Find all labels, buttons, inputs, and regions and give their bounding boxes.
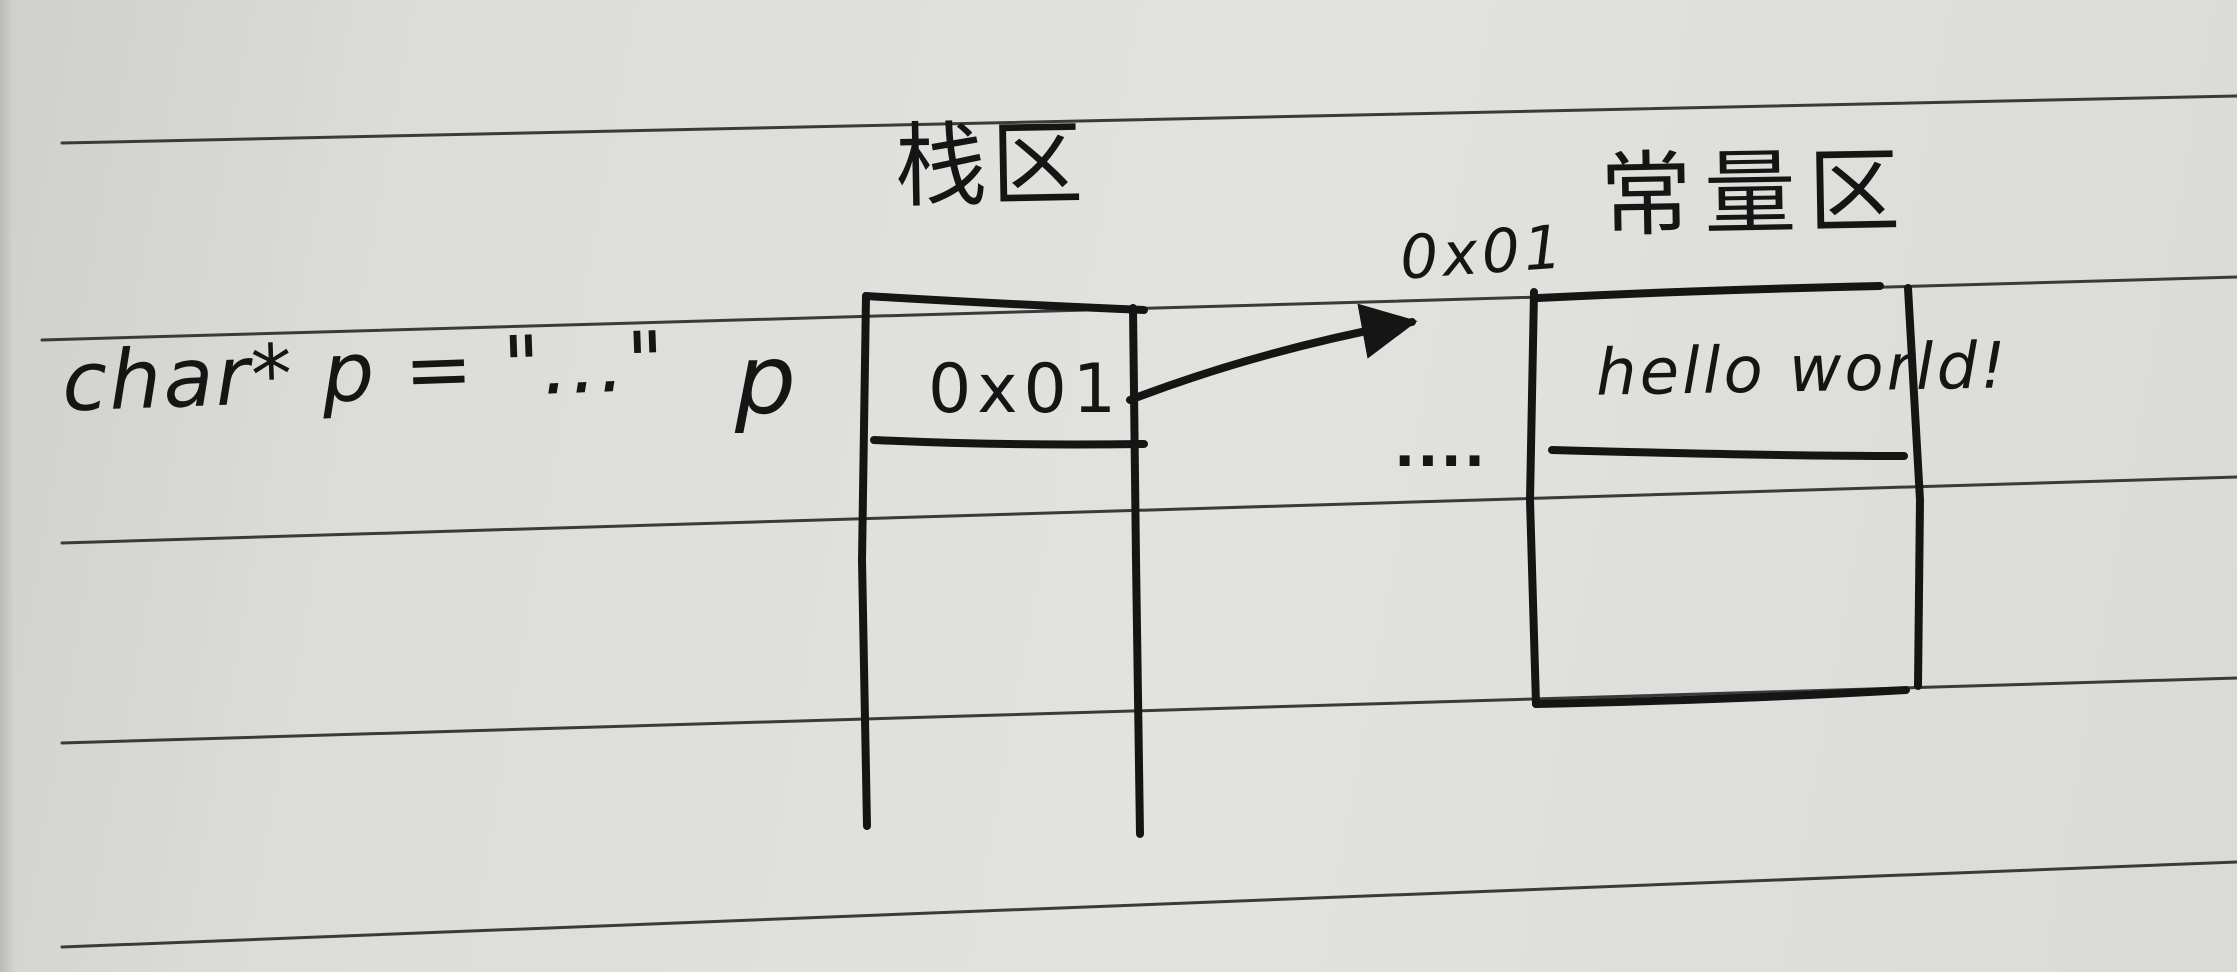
memory-gap-ellipsis: .... — [1394, 415, 1488, 480]
ruled-line — [60, 860, 2237, 949]
ruled-line — [60, 475, 2237, 545]
constant-box — [1526, 282, 1924, 708]
stack-cell-value: 0x01 — [928, 350, 1123, 429]
stack-cell-divider — [870, 436, 1148, 449]
stack-region-title: 栈区 — [894, 110, 1088, 221]
constant-box-left-edge — [1526, 288, 1540, 708]
constant-region-title: 常量区 — [1599, 137, 1913, 250]
stack-box-top-edge — [862, 292, 1148, 314]
constant-box-top-edge — [1534, 282, 1884, 302]
stack-box-right-edge — [1129, 304, 1144, 838]
address-label: 0x01 — [1397, 212, 1569, 294]
variable-name: p — [735, 324, 796, 436]
constant-box-bottom-edge — [1532, 686, 1910, 708]
pointer-arrow — [1126, 303, 1418, 404]
stack-box — [858, 292, 1148, 838]
ruled-line — [60, 676, 2237, 745]
constant-box-right-edge — [1904, 284, 1924, 690]
ruled-line — [60, 94, 2237, 145]
constant-cell-value: hello world! — [1595, 329, 2010, 411]
constant-cell-divider — [1548, 446, 1908, 460]
code-statement: char* p = "..." — [60, 314, 669, 431]
stack-box-left-edge — [858, 292, 871, 830]
paper-edge — [0, 0, 14, 972]
